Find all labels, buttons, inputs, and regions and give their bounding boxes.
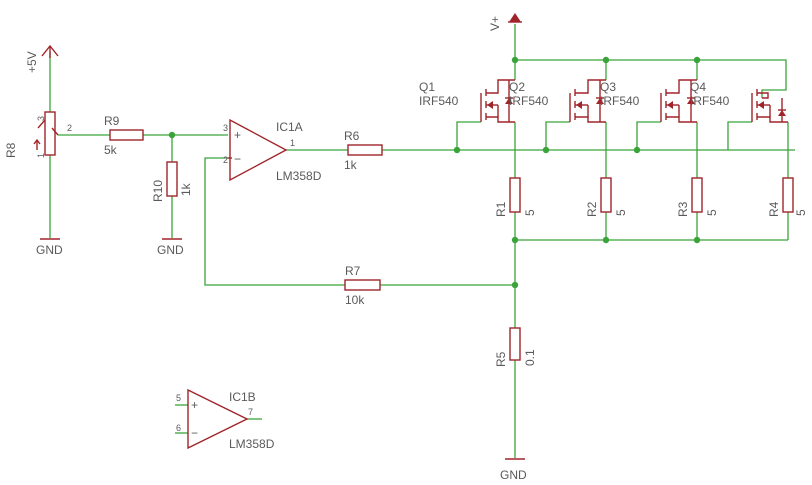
label-r6: R6 xyxy=(344,129,360,143)
supply-5v-symbol xyxy=(41,44,59,58)
value-r6: 1k xyxy=(344,158,358,172)
label-q1: Q1 xyxy=(419,80,435,94)
label-r3: R3 xyxy=(676,201,690,217)
label-vplus: V+ xyxy=(488,16,502,31)
pin-ic1a-2: 2 xyxy=(223,155,228,165)
label-r5: R5 xyxy=(494,351,508,367)
label-supply-5v: +5V xyxy=(25,51,39,73)
pin-ic1b-7: 7 xyxy=(248,407,253,417)
opamp-ic1b xyxy=(187,388,249,450)
pin-ic1b-6: 6 xyxy=(176,423,181,433)
resistor-r5 xyxy=(509,327,521,361)
label-q2: Q2 xyxy=(509,80,525,94)
resistor-r7 xyxy=(344,279,381,291)
vplus-symbol xyxy=(508,13,522,23)
pin-ic1a-3: 3 xyxy=(223,123,228,133)
ic1a-plus-sign: + xyxy=(234,128,241,142)
label-q4: Q4 xyxy=(690,80,706,94)
value-r9: 5k xyxy=(104,143,118,157)
part-ic1a: LM358D xyxy=(276,169,322,183)
resistor-r1 xyxy=(509,177,521,213)
label-r2: R2 xyxy=(585,201,599,217)
potentiometer-r8 xyxy=(33,111,59,156)
label-r10: R10 xyxy=(151,180,165,202)
resistor-r3 xyxy=(691,177,703,213)
ic1b-plus-sign: + xyxy=(191,398,198,412)
pin-pot-1: 1 xyxy=(36,153,46,158)
label-ic1b: IC1B xyxy=(229,390,256,404)
mosfet-q2 xyxy=(569,79,606,123)
ic1b-minus-sign: − xyxy=(191,426,198,440)
value-r1: 5 xyxy=(523,209,537,216)
label-gnd-r10: GND xyxy=(157,243,184,257)
junctions xyxy=(168,56,701,289)
resistor-r2 xyxy=(600,177,612,213)
value-r5: 0.1 xyxy=(523,349,537,366)
mosfet-q4 xyxy=(751,89,788,123)
part-q3: IRF540 xyxy=(600,94,640,108)
pin-pot-3: 3 xyxy=(36,116,46,121)
resistor-r9 xyxy=(109,129,144,141)
label-q3: Q3 xyxy=(600,80,616,94)
label-r4: R4 xyxy=(767,201,781,217)
label-gnd-main: GND xyxy=(500,468,527,482)
pin-ic1b-5: 5 xyxy=(176,393,181,403)
resistor-r6 xyxy=(347,144,383,156)
label-r1: R1 xyxy=(494,201,508,217)
pin-pot-2: 2 xyxy=(67,123,72,133)
ic1a-minus-sign: − xyxy=(234,152,241,166)
resistor-r10 xyxy=(166,161,178,197)
label-r8: R8 xyxy=(4,142,18,158)
part-q2: IRF540 xyxy=(509,94,549,108)
resistor-r4 xyxy=(782,177,794,213)
value-r10: 1k xyxy=(179,182,193,196)
part-q1: IRF540 xyxy=(419,94,459,108)
mosfet-q1 xyxy=(480,79,515,123)
label-gnd-pot: GND xyxy=(36,243,63,257)
value-r2: 5 xyxy=(614,209,628,216)
label-r9: R9 xyxy=(104,114,120,128)
opamp-ic1a xyxy=(228,118,288,182)
mosfet-q3 xyxy=(660,79,697,123)
value-r4: 5 xyxy=(794,209,808,216)
pin-ic1a-1: 1 xyxy=(290,138,295,148)
part-q4: IRF540 xyxy=(690,94,730,108)
value-r7: 10k xyxy=(345,293,365,307)
label-r7: R7 xyxy=(345,264,361,278)
label-ic1a: IC1A xyxy=(276,120,303,134)
part-ic1b: LM358D xyxy=(229,437,275,451)
value-r3: 5 xyxy=(705,209,719,216)
